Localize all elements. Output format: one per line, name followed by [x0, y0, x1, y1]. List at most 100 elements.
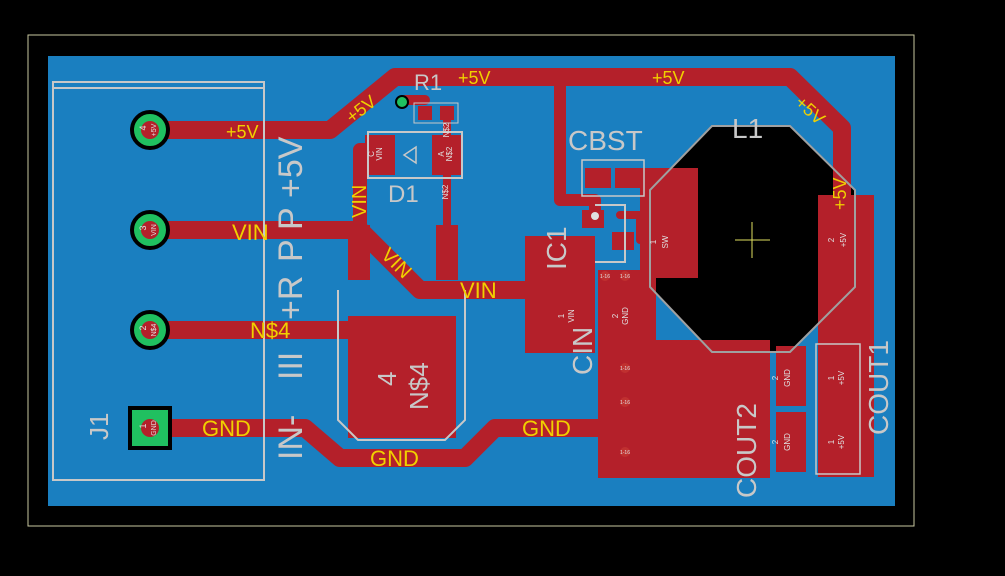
j1-outline	[52, 81, 265, 481]
net-label-gnd-right: GND	[522, 416, 571, 441]
gnd-pour	[598, 270, 656, 350]
j1-pin-label-plus-r: +R	[272, 276, 310, 320]
n2-stub	[436, 225, 458, 280]
d1-symbol	[402, 145, 417, 165]
net-label-p5v-top1: +5V	[458, 68, 491, 88]
j1-designator: J1	[84, 413, 114, 440]
l1-pad2-net: +5V	[839, 232, 848, 247]
j1-pad4-net: +5V	[151, 123, 158, 136]
pad-tiny-labels: 4 +5V 3 VIN 2 N$4 1 GND C VIN A N$2 N$2 …	[138, 122, 848, 451]
via-label: 1-16	[620, 450, 630, 456]
j1-pin-label-iii: III	[272, 352, 310, 380]
cout-bot-5v-net: +5V	[837, 434, 846, 449]
net-label-p5v-j1: +5V	[226, 122, 259, 142]
l1-outline	[649, 125, 856, 353]
net-label-vin-vert: VIN	[349, 185, 371, 218]
cout-bot-5v-num: 1	[827, 439, 836, 444]
cin-designator: CIN	[567, 327, 598, 375]
r1-pad-2	[440, 106, 454, 120]
cin-pad1-num: 1	[557, 313, 566, 318]
via-label: 1-16	[600, 274, 610, 280]
cout2-designator: COUT2	[731, 403, 762, 498]
trace-gnd	[141, 419, 629, 467]
d1-outline	[367, 131, 463, 179]
d1-vin-stub	[348, 225, 370, 280]
via-label: 1-16	[620, 366, 630, 372]
j1-pin-label-p2: P	[272, 207, 310, 230]
cbst-pad-2	[615, 168, 641, 188]
d1-designator: D1	[388, 181, 419, 208]
d1-a-net: N$2	[445, 146, 454, 161]
r1-pad-1	[418, 106, 432, 120]
j1-pin-label-p5v: +5V	[272, 136, 310, 198]
j1-pad3-number: 3	[138, 225, 148, 230]
n4-large-pad	[348, 316, 456, 438]
cout1-outline	[815, 343, 861, 475]
trace-vin-main	[141, 221, 569, 299]
l1-designator: L1	[732, 113, 763, 144]
cbst-pad-1	[585, 168, 611, 188]
d1-c-net: VIN	[375, 147, 384, 161]
trace-p5v-main	[141, 68, 851, 204]
d1-a-letter: A	[437, 151, 446, 157]
r1-pad-net: N$2	[442, 122, 451, 137]
cout1-designator: COUT1	[863, 340, 894, 435]
cout2-pad-gnd-top	[776, 346, 806, 406]
via-label: 1-16	[620, 274, 630, 280]
vias: 1-16 1-16 1-16 1-16 1-16	[591, 212, 630, 457]
cout2-pad-5v-bot	[826, 412, 856, 472]
cout-top-gnd-num: 2	[771, 375, 780, 380]
ic1-outline	[595, 204, 626, 263]
cin-pad1-net: VIN	[567, 309, 576, 323]
l1-crosshair	[735, 222, 770, 258]
d1-c-letter: C	[367, 151, 376, 157]
d1-pad-c	[365, 135, 395, 175]
net-label-vin-ic: VIN	[460, 278, 497, 303]
top-copper-pads	[348, 106, 874, 478]
l1-pad2-num: 2	[827, 237, 836, 242]
j1-pad2-number: 2	[138, 325, 148, 330]
l1-pad1-net: SW	[661, 235, 670, 248]
cout-bot-gnd-net: GND	[783, 433, 792, 451]
j1-pad1-number: 1	[138, 423, 148, 428]
d1-pad-a	[432, 135, 462, 175]
cin-pad-1	[558, 288, 586, 350]
n2-stub-net: N$2	[441, 184, 450, 199]
cout-top-5v-num: 1	[827, 375, 836, 380]
r1-designator: R1	[414, 70, 442, 95]
ic1-designator: IC1	[541, 226, 572, 270]
j1-pad4-number: 4	[138, 125, 148, 130]
cout2-pad-5v-top	[826, 346, 856, 406]
board-outline	[27, 34, 915, 527]
cout-top-5v-net: +5V	[837, 370, 846, 385]
net-label-gnd-mid: GND	[370, 446, 419, 471]
cout2-pad-gnd-bot	[776, 412, 806, 472]
j1-pad2-net: N$4	[151, 323, 158, 336]
cbst-outline	[581, 159, 645, 197]
l1-pad1-num: 1	[649, 239, 658, 244]
j1-pin-label-p1: P	[272, 239, 310, 262]
j1-pad1-net: GND	[151, 420, 158, 436]
n4-pad-outline	[337, 290, 466, 441]
net-label-vin-j1: VIN	[232, 220, 269, 245]
n4-pad-net: N$4	[404, 362, 434, 410]
via-r1	[395, 95, 409, 109]
l1-pad-1	[640, 168, 698, 278]
silk-labels: IN- III +R P P +5V J1 R1 D1 CBST L1 IC1 …	[84, 70, 894, 498]
j1-pin-label-in-minus: IN-	[272, 415, 310, 460]
cin-pad2-num: 2	[611, 313, 620, 318]
j1-pad3-net: VIN	[151, 224, 158, 236]
gnd-pour-lower	[598, 340, 770, 478]
net-label-n4: N$4	[250, 318, 290, 343]
ic1-pad-b	[612, 232, 634, 250]
r1-outline	[413, 102, 459, 124]
via-label: 1-16	[620, 400, 630, 406]
j1-pads	[128, 110, 172, 450]
cbst-designator: CBST	[568, 125, 643, 156]
silkscreen	[52, 81, 861, 481]
net-label-p5v-top2: +5V	[652, 68, 685, 88]
cout-top-gnd-net: GND	[783, 369, 792, 387]
net-label-p5v-right: +5V	[830, 177, 850, 210]
n4-pad-number: 4	[372, 372, 402, 386]
